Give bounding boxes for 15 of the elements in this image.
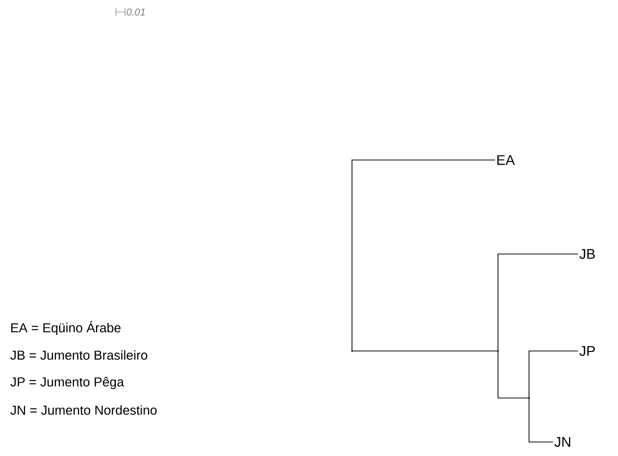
leaf-label: JB [579,249,595,259]
tree-branch [352,160,496,352]
leaf-label: JP [579,346,595,356]
leaf-label: JN [554,437,570,447]
tree-branch [528,398,554,442]
scale-label: 0.01 [126,8,145,16]
legend-text: JP = Jumento Pêga [10,376,124,390]
tree-branch [528,350,578,398]
leaf-label: EA [497,155,515,165]
tree-branch [498,350,530,398]
tree-branch [352,350,498,352]
legend-text: JN = Jumento Nordestino [10,405,157,415]
tree-branch [498,254,578,352]
legend-text: EA = Eqüino Árabe [11,321,121,335]
legend-text: JB = Jumento Brasileiro [10,350,148,360]
